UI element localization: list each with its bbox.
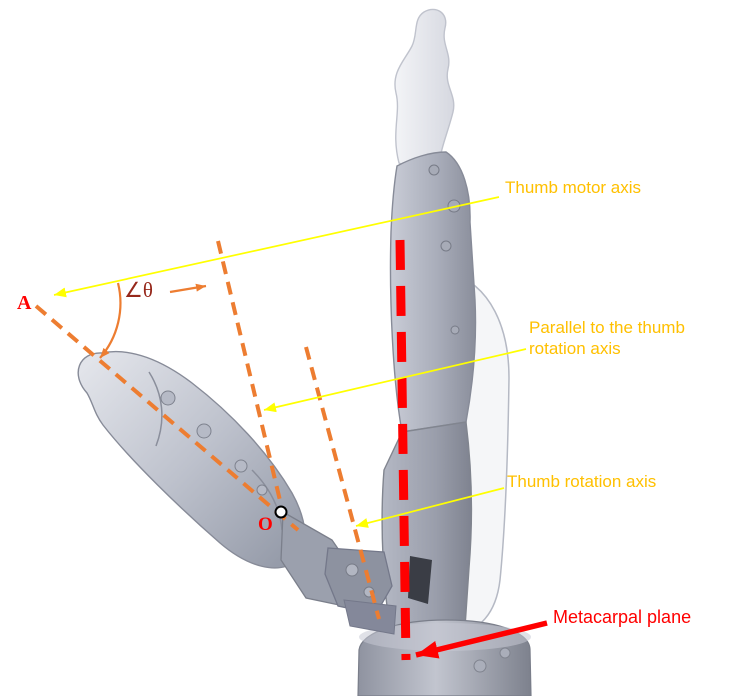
thumb-screw (196, 423, 212, 439)
finger-screw (450, 325, 460, 335)
annotation-lines (34, 196, 548, 661)
finger-screw (428, 164, 440, 176)
palm-slot-render (408, 556, 432, 604)
base-hole (473, 659, 487, 673)
thumb-screw (234, 459, 248, 473)
thumb-motor-axis-leader-line (53, 196, 500, 298)
parallel-rotation-axis-leader-line (263, 348, 527, 413)
finger-body-render (389, 151, 477, 433)
point-o-marker (274, 505, 288, 519)
thumb-seam (148, 371, 163, 447)
angle-theta-label: ∠θ (124, 278, 153, 302)
thumb-rotation-axis-dashed-line (304, 346, 381, 620)
thumb-screw (160, 390, 176, 406)
robotic-hand-render (77, 8, 532, 696)
point-a-label: A (17, 292, 32, 314)
thumb-screw (256, 484, 268, 496)
angle-theta-pointer-arrow (169, 283, 207, 294)
parallel-thumb-rotation-axis-label: Parallel to the thumb rotation axis (529, 318, 685, 359)
thumb-axis-dashed-line (34, 304, 300, 532)
parallel-rotation-axis-dashed-line (216, 240, 285, 514)
thumb-motor-axis-label: Thumb motor axis (505, 178, 642, 197)
metacarpal-plane-arrow (415, 620, 548, 659)
thumb-rotation-axis-leader-line (355, 487, 505, 528)
angle-theta-arc (99, 282, 122, 359)
finger-screw (440, 240, 452, 252)
base-hole (499, 647, 511, 659)
thumb-rotation-axis-label: Thumb rotation axis (507, 472, 657, 491)
clamp-connector-render (343, 599, 397, 635)
metacarpal-plane-dashed-line (395, 239, 411, 661)
fingertip-render (394, 8, 455, 170)
point-o-label: O (258, 514, 273, 535)
metacarpal-plane-label: Metacarpal plane (553, 607, 692, 627)
clamp-bolt (345, 563, 359, 577)
thumb-seam (251, 469, 283, 531)
